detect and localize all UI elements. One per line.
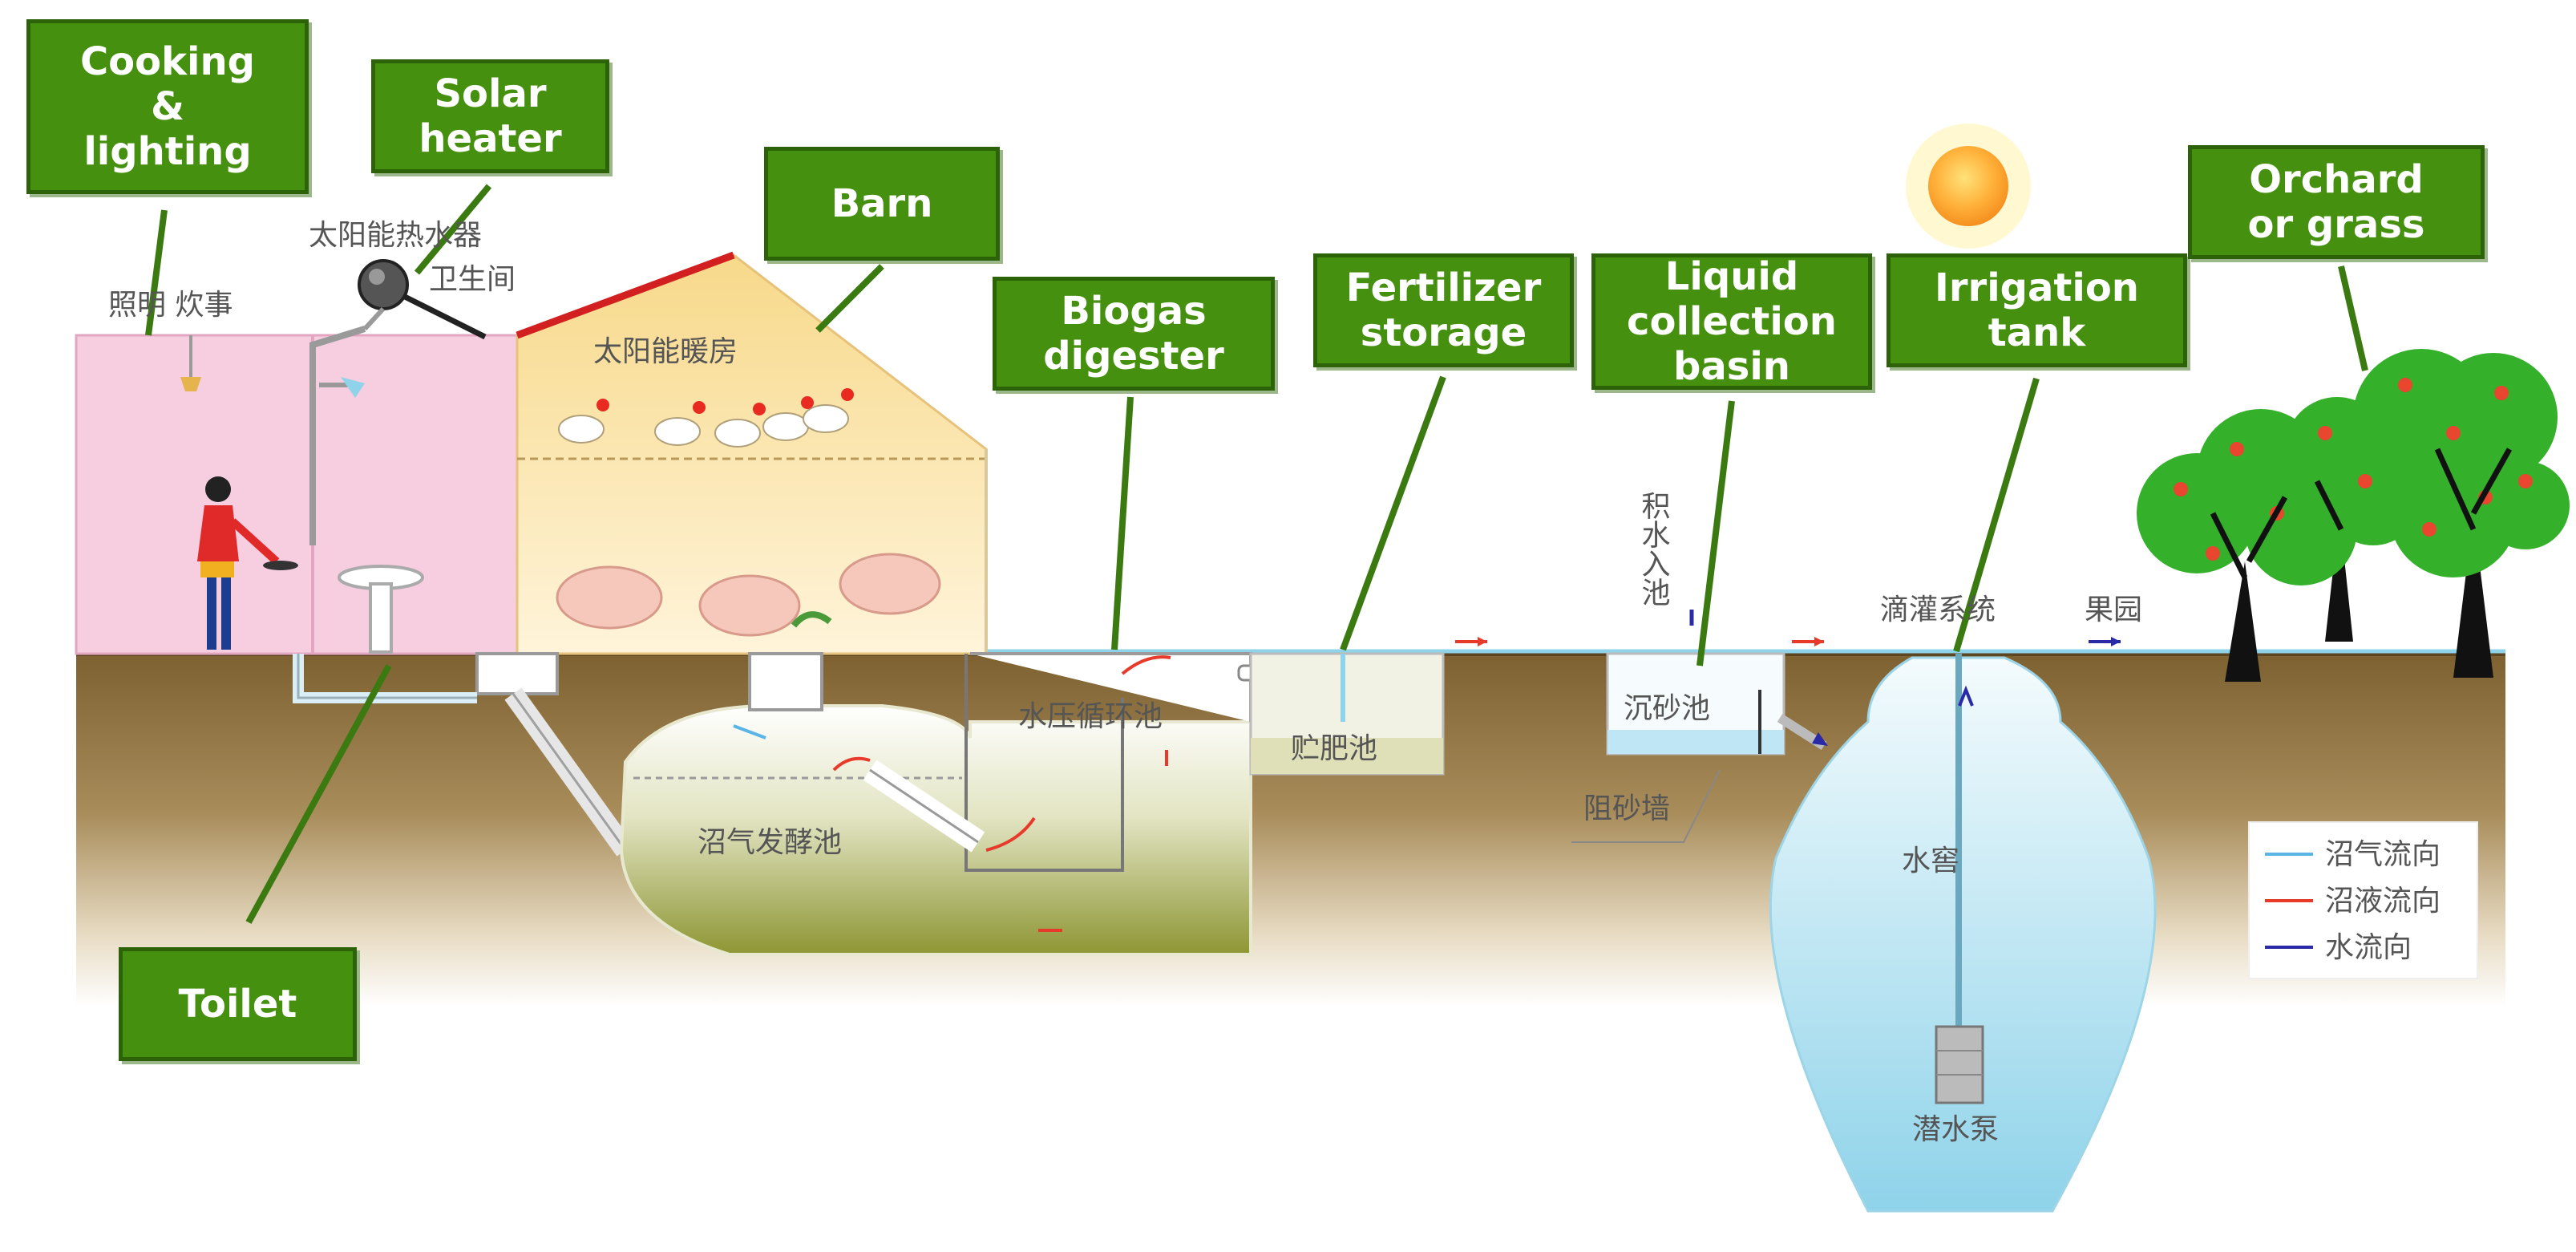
zh-hydraulic-tank: 水压循环池 xyxy=(1018,700,1163,733)
label-barn: Barn xyxy=(764,147,1000,261)
zh-sand-basin: 沉砂池 xyxy=(1624,692,1710,725)
zh-lighting-cooking: 照明 炊事 xyxy=(108,289,233,322)
label-irrigation-tank: Irrigation tank xyxy=(1887,253,2187,367)
label-fertilizer-storage: Fertilizer storage xyxy=(1313,253,1574,367)
zh-toilet-room: 卫生间 xyxy=(429,263,516,296)
chinese-labels: 照明 炊事 太阳能热水器 卫生间 太阳能暖房 水压循环池 沼气发酵池 贮肥池 沉… xyxy=(108,219,2142,1146)
orchard-trees xyxy=(2137,349,2570,682)
zh-solar-warm-house: 太阳能暖房 xyxy=(593,335,738,368)
zh-water-cellar: 水窖 xyxy=(1902,845,1959,877)
legend-label-0: 沼气流向 xyxy=(2325,838,2441,871)
zh-drip-system: 滴灌系统 xyxy=(1880,594,1996,626)
zh-submersible-pump: 潜水泵 xyxy=(1912,1113,1999,1146)
digester xyxy=(619,652,1263,956)
sun-icon xyxy=(1906,124,2031,249)
zh-fermentation-tank: 沼气发酵池 xyxy=(698,826,842,859)
toilet-fixture xyxy=(293,652,634,857)
leader-lines xyxy=(145,184,2368,924)
label-liquid-collection-basin: Liquid collection basin xyxy=(1591,253,1872,390)
legend-label-1: 沼液流向 xyxy=(2325,885,2441,918)
water-cellar xyxy=(1769,654,2157,1213)
sand-basin xyxy=(1571,652,1828,843)
fertilizer-tank xyxy=(1249,652,1445,776)
label-toilet: Toilet xyxy=(119,947,357,1061)
label-solar-heater: Solar heater xyxy=(371,59,609,173)
zh-solar-water-heater: 太阳能热水器 xyxy=(309,219,482,252)
barn xyxy=(516,251,988,655)
legend-label-2: 水流向 xyxy=(2325,931,2412,964)
label-cooking-lighting: Cooking & lighting xyxy=(26,19,309,194)
zh-orchard: 果园 xyxy=(2085,594,2142,626)
label-orchard-or-grass: Orchard or grass xyxy=(2188,145,2485,259)
house xyxy=(75,259,519,655)
label-biogas-digester: Biogas digester xyxy=(993,277,1275,391)
zh-manure-storage: 贮肥池 xyxy=(1291,732,1377,765)
surface-flow-arrows xyxy=(1455,637,2121,646)
zh-sand-wall: 阻砂墙 xyxy=(1583,792,1670,825)
zh-water-inlet: 积水入池 xyxy=(1637,491,1670,606)
